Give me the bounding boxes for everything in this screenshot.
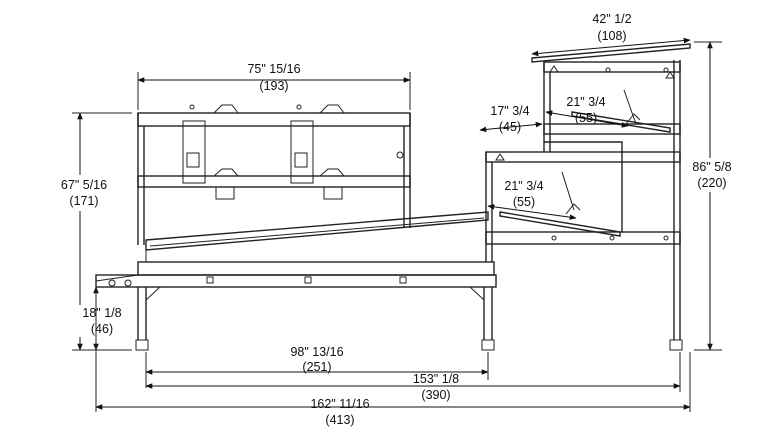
dim-width-top-rear-mm: (108) (597, 29, 626, 43)
dim-length-mid-in: 153" 1/8 (413, 372, 459, 386)
left-tall-frame (137, 104, 411, 245)
dim-width-top-rear-in: 42" 1/2 (592, 12, 631, 26)
dim-length-front-in: 98" 13/16 (290, 345, 343, 359)
dim-height-feed-in: 18" 1/8 (82, 306, 121, 320)
dim-upper-tray-mm: (55) (575, 111, 597, 125)
dim-lower-tray-mm: (55) (513, 195, 535, 209)
dim-height-feed: 18" 1/8 (46) (76, 286, 126, 351)
dim-width-frame-in: 75" 15/16 (247, 62, 300, 76)
dim-length-total-mm: (413) (325, 413, 354, 427)
dim-length-mid-mm: (390) (421, 388, 450, 402)
dim-height-total-mm: (220) (697, 176, 726, 190)
dim-length-total: 162" 11/16 (413) (95, 290, 691, 427)
dim-upper-tray-in: 21" 3/4 (566, 95, 605, 109)
dim-shelf-step-in: 17" 3/4 (490, 104, 529, 118)
dim-width-frame-mm: (193) (259, 79, 288, 93)
dim-height-total: 86" 5/8 (220) (684, 41, 744, 351)
dim-length-front-mm: (251) (302, 360, 331, 374)
dim-width-top-rear: 42" 1/2 (108) (531, 12, 691, 57)
dim-shelf-step-mm: (45) (499, 120, 521, 134)
dim-height-frame-mm: (171) (69, 194, 98, 208)
inclined-conveyor (145, 211, 489, 263)
base-frame (95, 261, 683, 351)
dim-shelf-step: 17" 3/4 (45) (479, 104, 543, 134)
dim-height-feed-mm: (46) (91, 322, 113, 336)
dim-width-frame: 75" 15/16 (193) (137, 62, 411, 110)
dim-lower-tray: 21" 3/4 (55) (487, 179, 577, 220)
machine-structure (95, 43, 691, 351)
dim-length-mid: 153" 1/8 (390) (145, 352, 681, 402)
dim-lower-tray-in: 21" 3/4 (504, 179, 543, 193)
dim-height-total-in: 86" 5/8 (692, 160, 731, 174)
dim-length-total-in: 162" 11/16 (310, 397, 369, 411)
dim-upper-tray: 21" 3/4 (55) (545, 95, 629, 128)
dimensions: 42" 1/2 (108) 75" 15/16 (193) 17" 3/4 (4… (52, 12, 744, 427)
dim-length-front: 98" 13/16 (251) (145, 345, 489, 388)
dim-height-frame-in: 67" 5/16 (61, 178, 107, 192)
